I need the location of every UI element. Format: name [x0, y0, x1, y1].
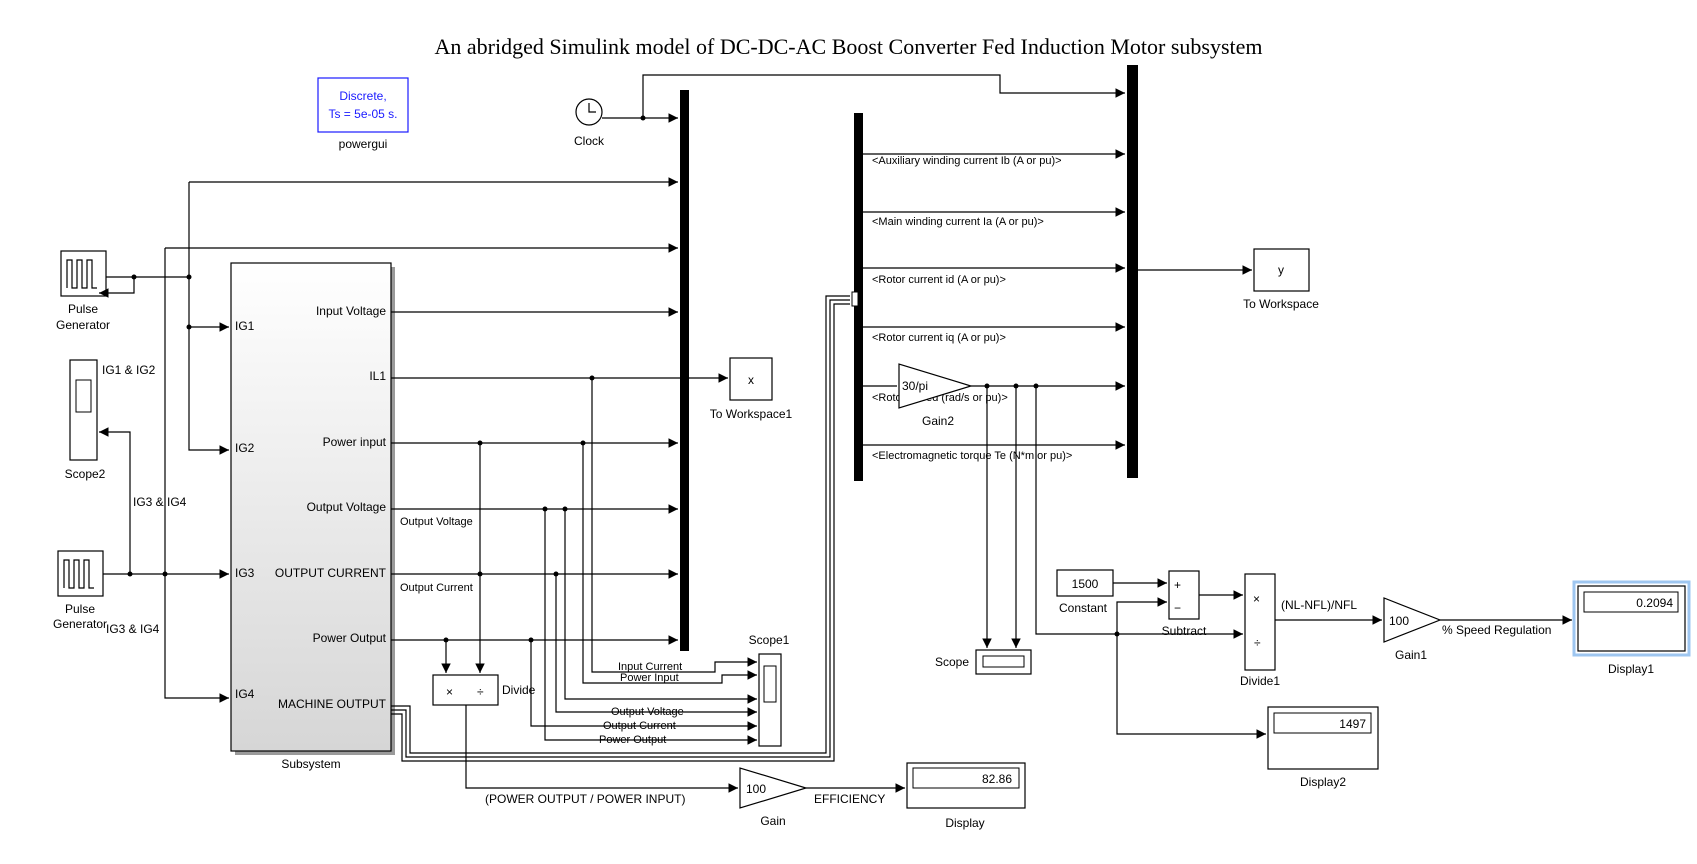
gain1-value: 100 [1389, 614, 1409, 628]
scope-screen-icon [75, 379, 92, 413]
clock-block[interactable]: Clock [574, 98, 605, 148]
display2-block[interactable]: 1497 Display2 [1267, 706, 1379, 789]
mux-bar-2[interactable] [1127, 65, 1138, 478]
subtract-plus: + [1174, 578, 1181, 592]
signal-wires [99, 74, 1572, 793]
scope1-input-current-label: Input Current [618, 661, 682, 673]
ig1-ig2-label: IG1 & IG2 [102, 363, 156, 377]
ig3-ig4-label-1: IG3 & IG4 [133, 495, 187, 509]
subsystem-output-input-voltage: Input Voltage [316, 304, 386, 318]
subsystem-input-ig2: IG2 [235, 441, 255, 455]
constant-caption: Constant [1059, 601, 1108, 615]
to-workspace-caption: To Workspace [1243, 297, 1319, 311]
scope-caption: Scope [935, 655, 969, 669]
gain-value: 100 [746, 782, 766, 796]
constant-block[interactable]: 1500 Constant [1056, 569, 1114, 615]
subtract-caption: Subtract [1162, 624, 1207, 638]
scope-screen-icon [982, 655, 1025, 668]
divide-div-sign: ÷ [477, 685, 484, 699]
pulse-icon [66, 259, 97, 289]
bus-signal-torque: <Electromagnetic torque Te (N*m or pu)> [872, 450, 1072, 462]
pulse-generator-2[interactable]: Pulse Generator [53, 550, 107, 631]
output-current-wire-label: Output Current [400, 582, 473, 594]
display-value: 82.86 [982, 772, 1012, 786]
scope-block[interactable]: Scope [935, 649, 1032, 675]
to-workspace1-var: x [748, 373, 754, 387]
divide-block[interactable]: × ÷ Divide [432, 674, 536, 706]
display-caption: Display [945, 816, 984, 830]
efficiency-expression-label: (POWER OUTPUT / POWER INPUT) [485, 792, 685, 806]
subsystem-output-power-input: Power input [323, 435, 387, 449]
display2-caption: Display2 [1300, 775, 1346, 789]
powergui-caption: powergui [339, 137, 388, 151]
diagram-title: An abridged Simulink model of DC-DC-AC B… [434, 34, 1263, 59]
scope1-block[interactable]: Scope1 [749, 633, 790, 747]
pulse-generator-1-caption-line1: Pulse [68, 302, 98, 316]
scope-screen-icon [763, 665, 777, 703]
clock-caption: Clock [574, 134, 605, 148]
bus-signal-rotor-iq: <Rotor current iq (A or pu)> [872, 332, 1006, 344]
subsystem-caption: Subsystem [281, 757, 340, 771]
subtract-block[interactable]: + − Subtract [1162, 570, 1207, 638]
divide-caption: Divide [502, 683, 536, 697]
to-workspace1-block[interactable]: x To Workspace1 [710, 357, 793, 421]
display2-value: 1497 [1339, 717, 1366, 731]
gain-caption: Gain [760, 814, 785, 828]
powergui-line1: Discrete, [339, 89, 386, 103]
divide-mul-sign: × [446, 685, 453, 699]
pulse-generator-2-caption-line1: Pulse [65, 602, 95, 616]
pulse-icon [63, 559, 94, 589]
display-block[interactable]: 82.86 Display [906, 762, 1026, 830]
subsystem-input-ig3: IG3 [235, 566, 255, 580]
gain1-block[interactable]: 100 Gain1 [1383, 597, 1442, 662]
pulse-generator-1[interactable]: Pulse Generator [56, 250, 110, 332]
clock-icon [588, 103, 596, 113]
divide1-div-sign: ÷ [1254, 636, 1261, 650]
gain2-caption: Gain2 [922, 414, 954, 428]
scope1-power-input-label: Power Input [620, 672, 679, 684]
subsystem-output-output-voltage: Output Voltage [307, 500, 387, 514]
subsystem-block[interactable]: IG1 IG2 IG3 IG4 Input Voltage IL1 Power … [230, 262, 395, 771]
powergui-block[interactable]: Discrete, Ts = 5e-05 s. powergui [317, 77, 409, 151]
ig3-ig4-label-2: IG3 & IG4 [106, 622, 160, 636]
powergui-line2: Ts = 5e-05 s. [328, 107, 397, 121]
to-workspace1-caption: To Workspace1 [710, 407, 793, 421]
pulse-generator-2-caption-line2: Generator [53, 617, 107, 631]
subsystem-input-ig1: IG1 [235, 319, 255, 333]
gain2-value: 30/pi [902, 379, 928, 393]
ratio-label: (NL-NFL)/NFL [1281, 598, 1357, 612]
mux-bar-1[interactable] [680, 90, 689, 651]
divide1-caption: Divide1 [1240, 674, 1280, 688]
efficiency-label: EFFICIENCY [814, 792, 885, 806]
display1-block[interactable]: 0.2094 Display1 [1572, 580, 1691, 676]
speed-regulation-label: % Speed Regulation [1442, 623, 1551, 637]
subsystem-input-ig4: IG4 [235, 687, 255, 701]
to-workspace-var: y [1278, 263, 1284, 277]
scope1-caption: Scope1 [749, 633, 790, 647]
subsystem-output-machine-output: MACHINE OUTPUT [278, 697, 387, 711]
to-workspace-block[interactable]: y To Workspace [1243, 248, 1319, 311]
scope2-caption: Scope2 [65, 467, 106, 481]
constant-value: 1500 [1072, 577, 1099, 591]
subsystem-output-output-current: OUTPUT CURRENT [275, 566, 387, 580]
subtract-minus: − [1174, 601, 1181, 615]
pulse-generator-1-caption-line2: Generator [56, 318, 110, 332]
bus-selector-port [851, 291, 859, 307]
subsystem-output-power-output: Power Output [313, 631, 387, 645]
subsystem-output-il1: IL1 [369, 369, 386, 383]
gain1-caption: Gain1 [1395, 648, 1427, 662]
bus-signal-aux-current: <Auxiliary winding current Ib (A or pu)> [872, 155, 1062, 167]
bus-signal-rotor-id: <Rotor current id (A or pu)> [872, 274, 1006, 286]
gain2-block[interactable]: 30/pi Gain2 [898, 363, 974, 428]
display1-value: 0.2094 [1636, 596, 1673, 610]
scope2-block[interactable]: Scope2 [65, 359, 106, 481]
display1-caption: Display1 [1608, 662, 1654, 676]
output-voltage-wire-label: Output Voltage [400, 516, 473, 528]
divide1-mul-sign: × [1253, 592, 1260, 606]
bus-signal-main-current: <Main winding current Ia (A or pu)> [872, 216, 1044, 228]
divide1-block[interactable]: × ÷ Divide1 [1240, 573, 1280, 688]
gain-block[interactable]: 100 Gain [739, 767, 809, 828]
